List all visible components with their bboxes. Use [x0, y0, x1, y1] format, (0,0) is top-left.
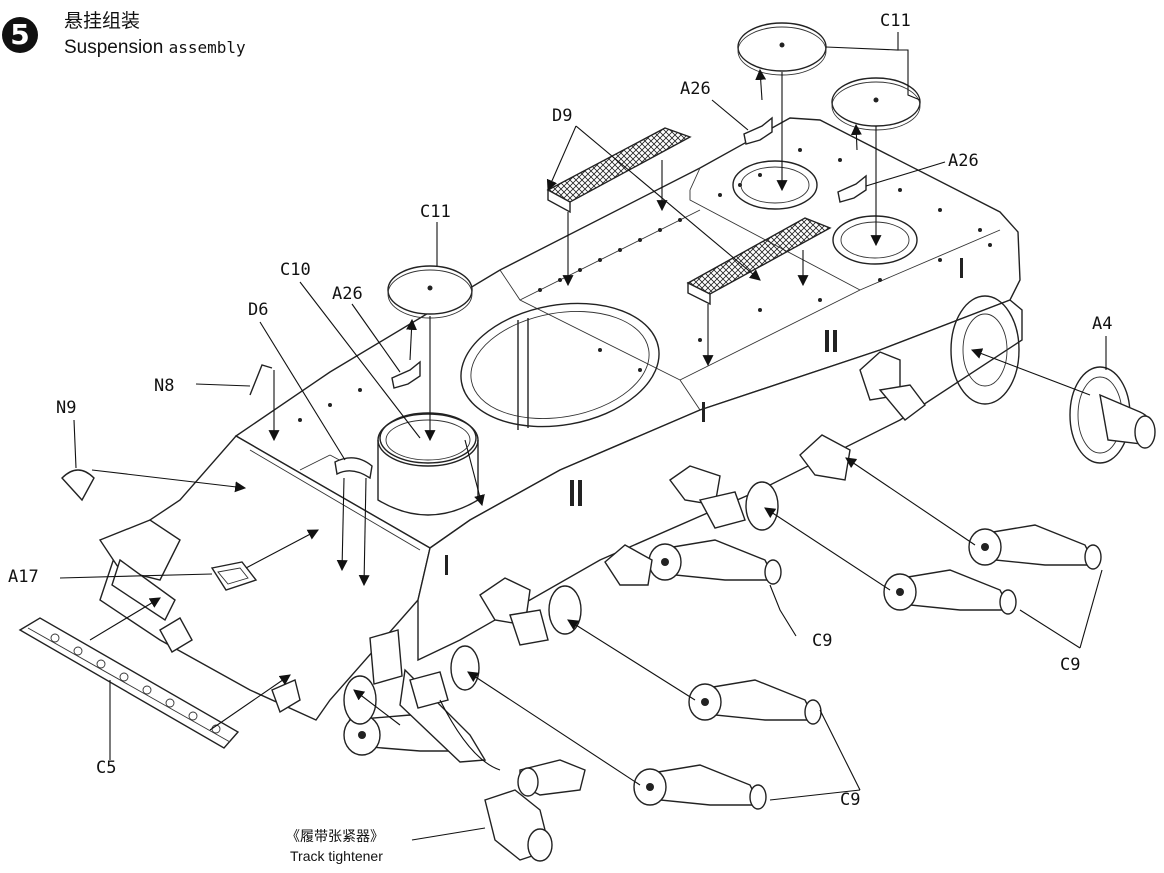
label-a26-top: A26	[680, 79, 711, 99]
label-c5: C5	[96, 758, 117, 778]
label-c11-left: C11	[420, 202, 451, 222]
label-d6: D6	[248, 300, 269, 320]
track-tightener-note-chinese: 《履带张紧器》	[286, 828, 384, 844]
label-a17: A17	[8, 567, 39, 587]
step-title-chinese: 悬挂组装	[64, 10, 141, 32]
label-d9: D9	[552, 106, 573, 126]
c11-discs	[379, 22, 921, 464]
a26-clips	[391, 116, 867, 389]
label-n8: N8	[154, 376, 175, 396]
step-number-badge: 5	[2, 17, 38, 53]
track-tightener-note-english: Track tightener	[290, 848, 383, 864]
label-c9-right: C9	[1060, 655, 1081, 675]
label-c9-bottom: C9	[840, 790, 861, 810]
label-a26-right: A26	[948, 151, 979, 171]
leader-lines	[59, 32, 1107, 841]
c5-rail	[18, 617, 240, 749]
step-title-word-1: Suspension	[64, 37, 164, 58]
a4-housing	[950, 295, 1156, 464]
c9-arms	[343, 524, 1102, 810]
label-a26-left: A26	[332, 284, 363, 304]
assembly-arrows	[89, 68, 1091, 786]
track-tightener-parts	[409, 671, 586, 862]
label-c11-top-right: C11	[880, 11, 911, 31]
label-c10: C10	[280, 260, 311, 280]
d9-grilles	[546, 127, 832, 306]
small-parts	[61, 364, 373, 591]
label-n9: N9	[56, 398, 77, 418]
label-a4: A4	[1092, 314, 1113, 334]
label-c9-middle: C9	[812, 631, 833, 651]
step-title-word-2: assembly	[168, 38, 246, 57]
step-title-english: Suspension assembly	[64, 37, 246, 59]
